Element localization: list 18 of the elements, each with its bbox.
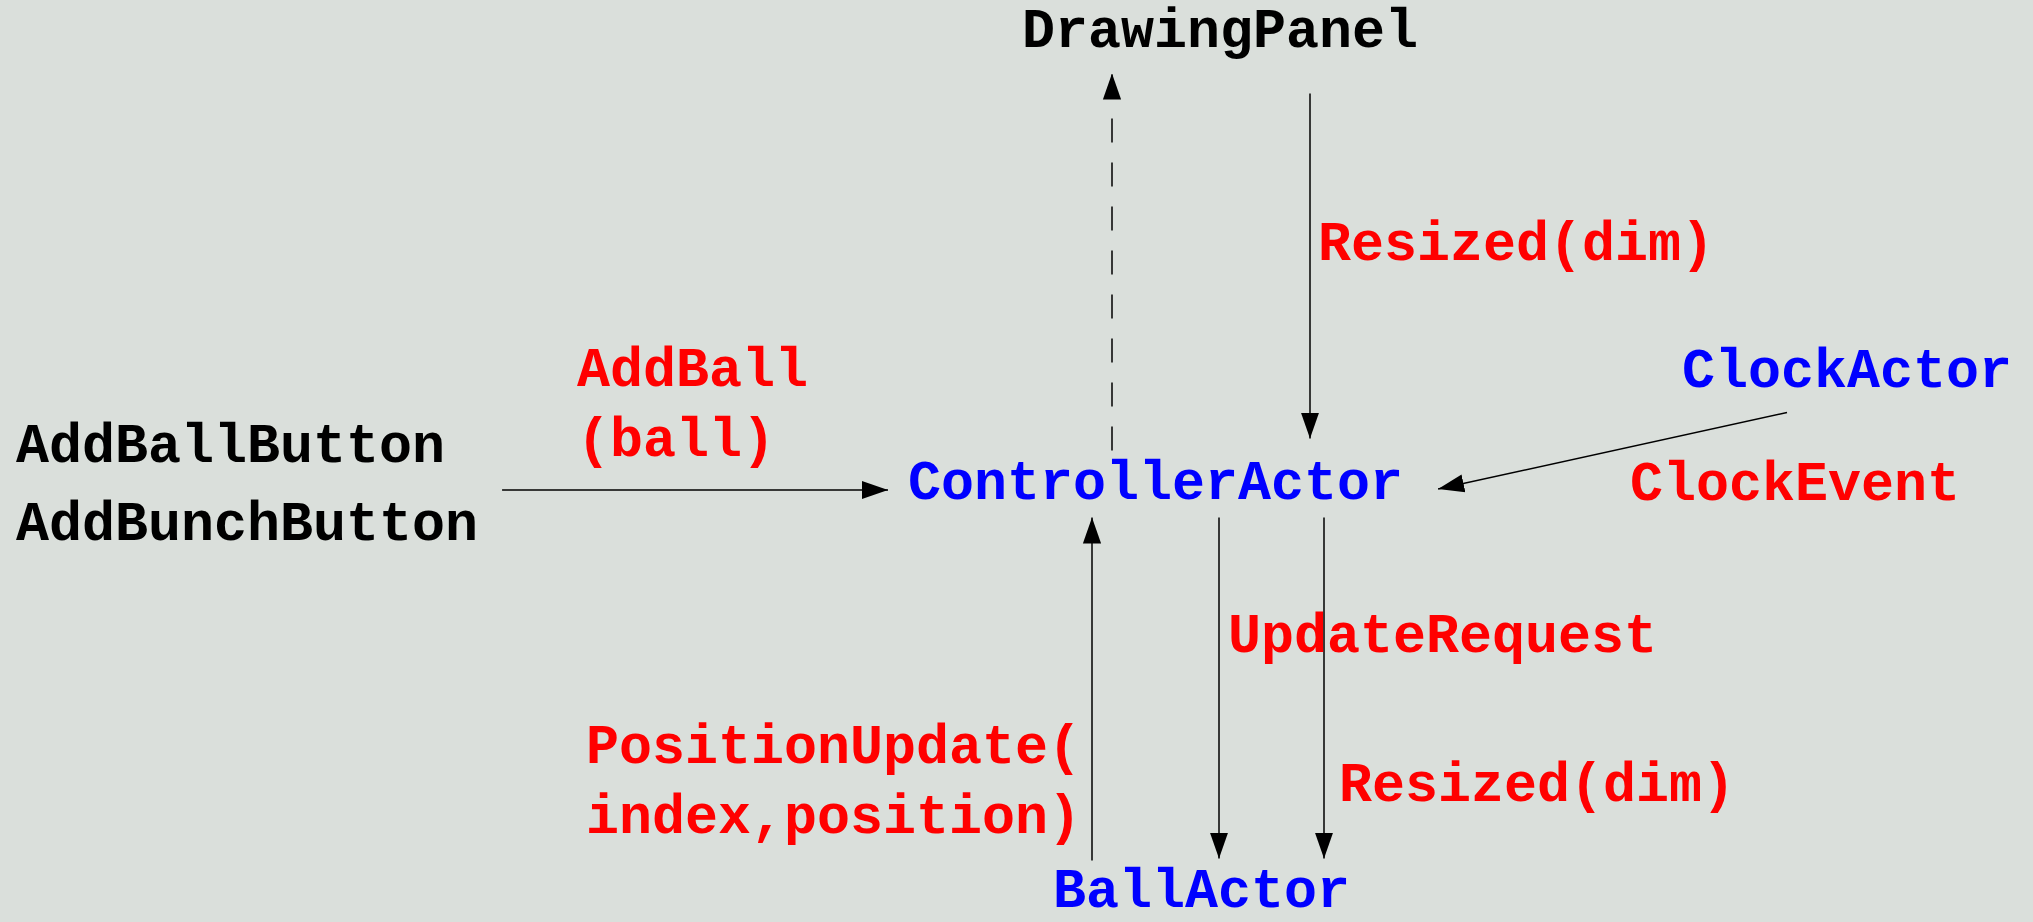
arrow bbox=[1314, 516, 1334, 860]
message-label: Resized(dim) bbox=[1318, 213, 1715, 280]
class-name: DrawingPanel bbox=[1022, 4, 1419, 60]
class-name: AddBunchButton bbox=[16, 497, 479, 553]
arrow bbox=[501, 480, 889, 500]
arrow bbox=[1082, 516, 1102, 862]
class-name: ControllerActor bbox=[908, 456, 1404, 512]
message-label: PositionUpdate( index,position) bbox=[586, 716, 1083, 852]
class-name: AddBallButton bbox=[16, 419, 447, 475]
arrow bbox=[1300, 92, 1320, 440]
arrow bbox=[1102, 72, 1122, 452]
message-label: Resized(dim) bbox=[1339, 754, 1736, 821]
class-name: ClockActor bbox=[1682, 344, 2013, 400]
message-label: AddBall (ball) bbox=[577, 339, 810, 475]
class-name: BallActor bbox=[1053, 864, 1351, 920]
message-label: ClockEvent bbox=[1630, 453, 1961, 520]
arrow bbox=[1437, 411, 1788, 493]
arrow bbox=[1209, 516, 1229, 860]
